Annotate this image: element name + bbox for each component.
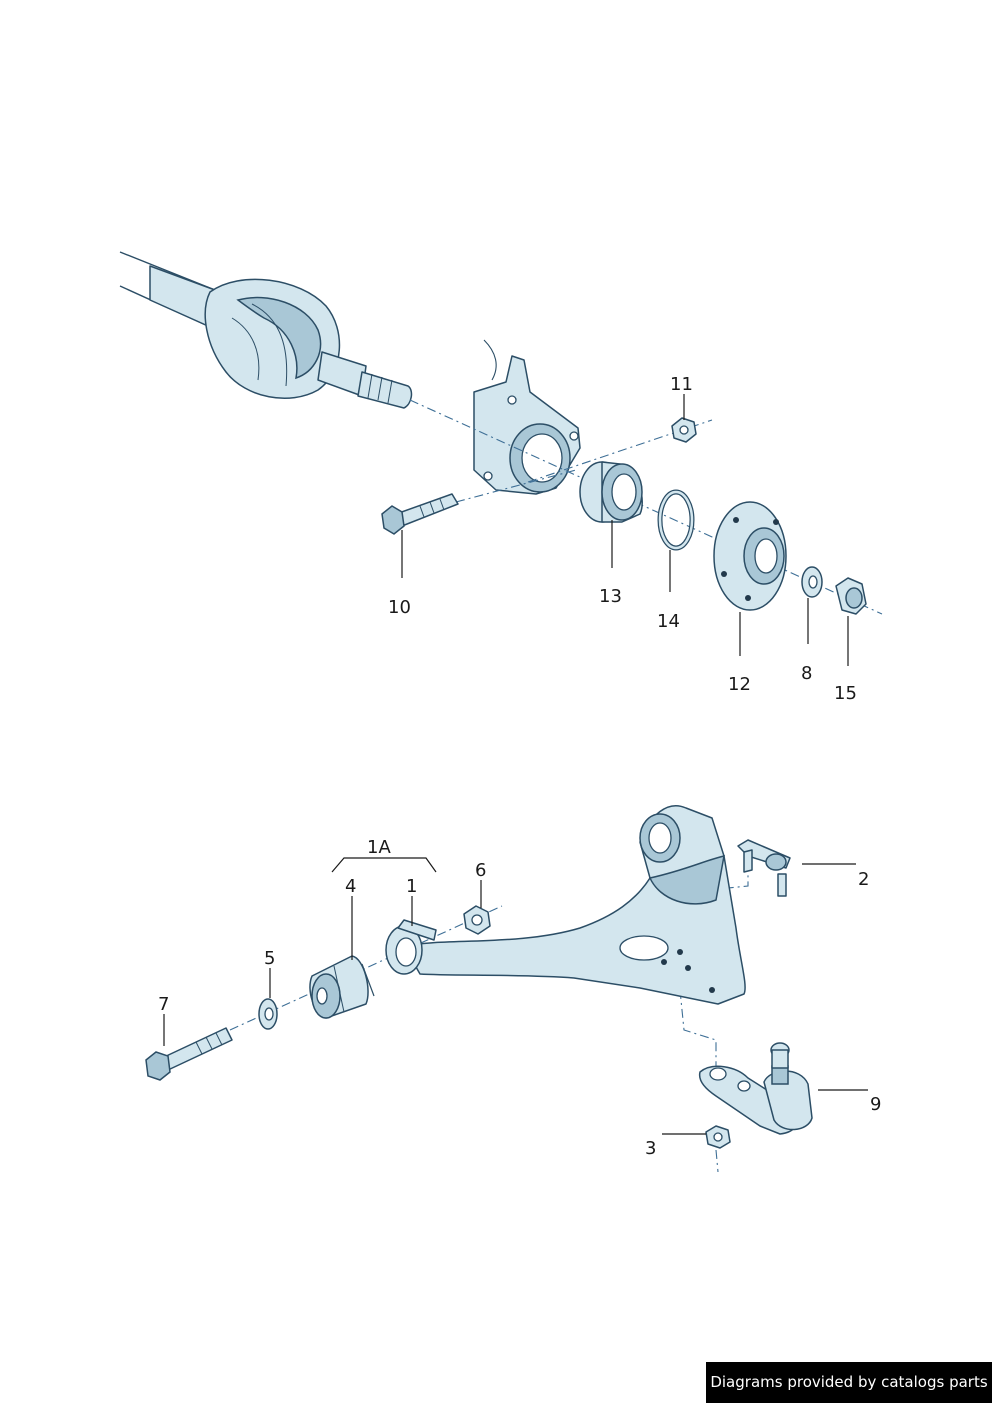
callout-10: 10 (388, 597, 411, 618)
nut-3 (705, 1125, 731, 1149)
callout-14: 14 (657, 611, 680, 632)
drive-shaft (119, 251, 413, 409)
callout-1a: 1A (367, 837, 391, 858)
leader-lines (163, 394, 868, 1135)
callout-12: 12 (728, 674, 751, 695)
nut-15 (835, 577, 867, 615)
control-arm-1 (385, 805, 746, 1005)
bracket-2 (737, 839, 791, 897)
callout-13: 13 (599, 586, 622, 607)
lower-assembly-axis (229, 905, 503, 1031)
callout-1: 1 (406, 876, 417, 897)
credit-banner: Diagrams provided by catalogs parts (706, 1362, 992, 1403)
callout-6: 6 (475, 860, 486, 881)
wheel-hub-12 (713, 501, 787, 611)
nut-6 (463, 905, 491, 935)
bolt-10 (381, 493, 459, 535)
circlip-14 (657, 489, 695, 551)
bolt-10-axis (455, 469, 577, 503)
callout-7: 7 (158, 994, 169, 1015)
callout-5: 5 (264, 948, 275, 969)
callout-3: 3 (645, 1138, 656, 1159)
nut-11 (671, 417, 697, 443)
wheel-bearing-13 (579, 461, 643, 523)
ball-joint-9 (698, 1042, 813, 1135)
nut-3-axis (715, 1149, 719, 1173)
callout-2: 2 (858, 869, 869, 890)
callout-9: 9 (870, 1094, 881, 1115)
nut-11-axis (527, 419, 713, 483)
washer-5 (258, 998, 278, 1030)
bolt-7 (145, 1027, 233, 1081)
callout-4: 4 (345, 876, 356, 897)
callout-11: 11 (670, 374, 693, 395)
callout-8: 8 (801, 663, 812, 684)
wheel-bearing-housing (473, 339, 581, 495)
ball-joint-axis (679, 989, 717, 1070)
bush-4 (309, 955, 375, 1019)
washer-8 (801, 566, 823, 598)
callout-15: 15 (834, 683, 857, 704)
